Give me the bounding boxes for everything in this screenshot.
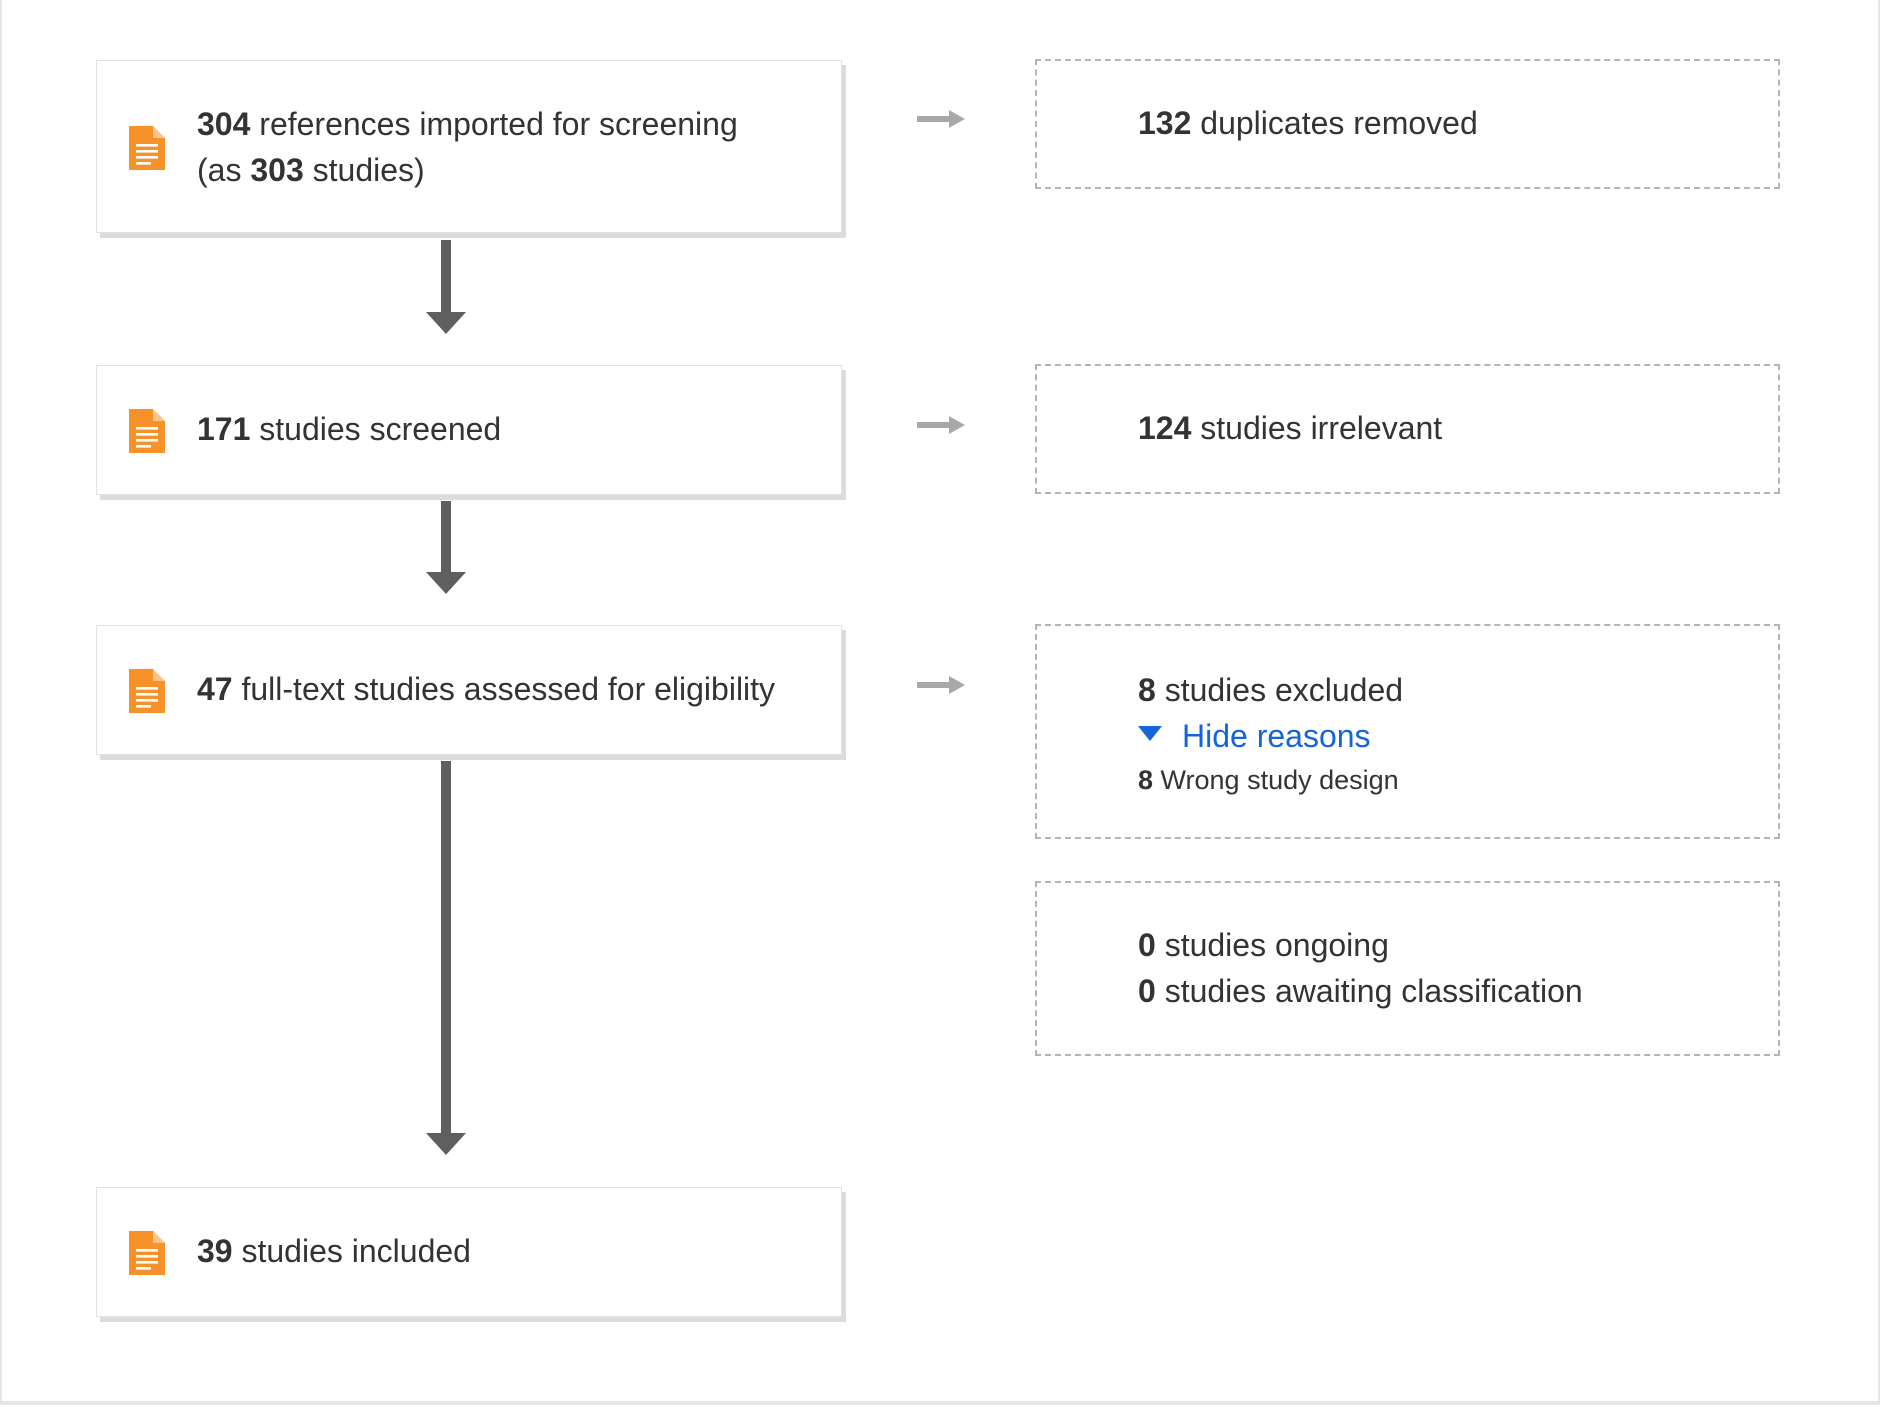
screened-label: studies screened (250, 411, 502, 447)
reason-label: Wrong study design (1153, 765, 1399, 795)
side-box-ongoing-awaiting: 0 studies ongoing 0 studies awaiting cla… (1035, 881, 1780, 1056)
hide-reasons-label: Hide reasons (1182, 718, 1371, 754)
studies-suffix: studies) (303, 152, 425, 188)
hide-reasons-toggle[interactable]: Hide reasons (1138, 713, 1758, 759)
side-box-duplicates: 132 duplicates removed (1035, 59, 1780, 189)
excluded-label: studies excluded (1155, 672, 1404, 708)
stage-box-assessed: 47 full-text studies assessed for eligib… (96, 625, 842, 755)
side-box-excluded: 8 studies excluded Hide reasons 8 Wrong … (1035, 624, 1780, 839)
stage-text-assessed: 47 full-text studies assessed for eligib… (197, 666, 821, 712)
ongoing-label: studies ongoing (1155, 927, 1389, 963)
awaiting-line: 0 studies awaiting classification (1138, 968, 1758, 1014)
stage-text-included: 39 studies included (197, 1228, 821, 1274)
stage-box-screened: 171 studies screened (96, 365, 842, 495)
caret-down-icon (1138, 726, 1162, 741)
ongoing-line: 0 studies ongoing (1138, 922, 1758, 968)
arrow-right-icon (917, 416, 965, 434)
stage-text-imported: 304 references imported for screening (a… (197, 101, 821, 193)
side-content-duplicates: 132 duplicates removed (1138, 100, 1758, 146)
excluded-line: 8 studies excluded (1138, 667, 1758, 713)
duplicates-line: 132 duplicates removed (1138, 100, 1758, 146)
assessed-count: 47 (197, 671, 233, 707)
irrelevant-count: 124 (1138, 410, 1192, 446)
reason-count: 8 (1138, 765, 1154, 795)
ongoing-count: 0 (1138, 927, 1156, 963)
arrow-down-icon (426, 761, 466, 1155)
arrow-down-icon (426, 240, 466, 334)
duplicates-label: duplicates removed (1191, 105, 1478, 141)
irrelevant-label: studies irrelevant (1191, 410, 1443, 446)
stage-line-1: 304 references imported for screening (197, 101, 821, 147)
side-content-excluded: 8 studies excluded Hide reasons 8 Wrong … (1138, 667, 1758, 801)
stage-line-2: (as 303 studies) (197, 147, 821, 193)
stage-box-included: 39 studies included (96, 1187, 842, 1317)
arrow-down-icon (426, 501, 466, 594)
assessed-label: full-text studies assessed for eligibili… (232, 671, 776, 707)
document-icon (129, 126, 165, 170)
studies-count: 303 (250, 152, 304, 188)
document-icon (129, 1231, 165, 1275)
included-label: studies included (232, 1233, 471, 1269)
side-content-irrelevant: 124 studies irrelevant (1138, 405, 1758, 451)
included-count: 39 (197, 1233, 233, 1269)
side-box-irrelevant: 124 studies irrelevant (1035, 364, 1780, 494)
document-icon (129, 409, 165, 453)
side-content-ongoing: 0 studies ongoing 0 studies awaiting cla… (1138, 922, 1758, 1014)
imported-count: 304 (197, 106, 251, 142)
awaiting-label: studies awaiting classification (1155, 973, 1583, 1009)
as-prefix: (as (197, 152, 251, 188)
stage-text-screened: 171 studies screened (197, 406, 821, 452)
stage-box-imported: 304 references imported for screening (a… (96, 60, 842, 233)
document-icon (129, 669, 165, 713)
imported-label: references imported for screening (250, 106, 738, 142)
reason-item: 8 Wrong study design (1138, 759, 1758, 801)
duplicates-count: 132 (1138, 105, 1192, 141)
awaiting-count: 0 (1138, 973, 1156, 1009)
excluded-count: 8 (1138, 672, 1156, 708)
arrow-right-icon (917, 110, 965, 128)
arrow-right-icon (917, 676, 965, 694)
irrelevant-line: 124 studies irrelevant (1138, 405, 1758, 451)
screened-count: 171 (197, 411, 251, 447)
